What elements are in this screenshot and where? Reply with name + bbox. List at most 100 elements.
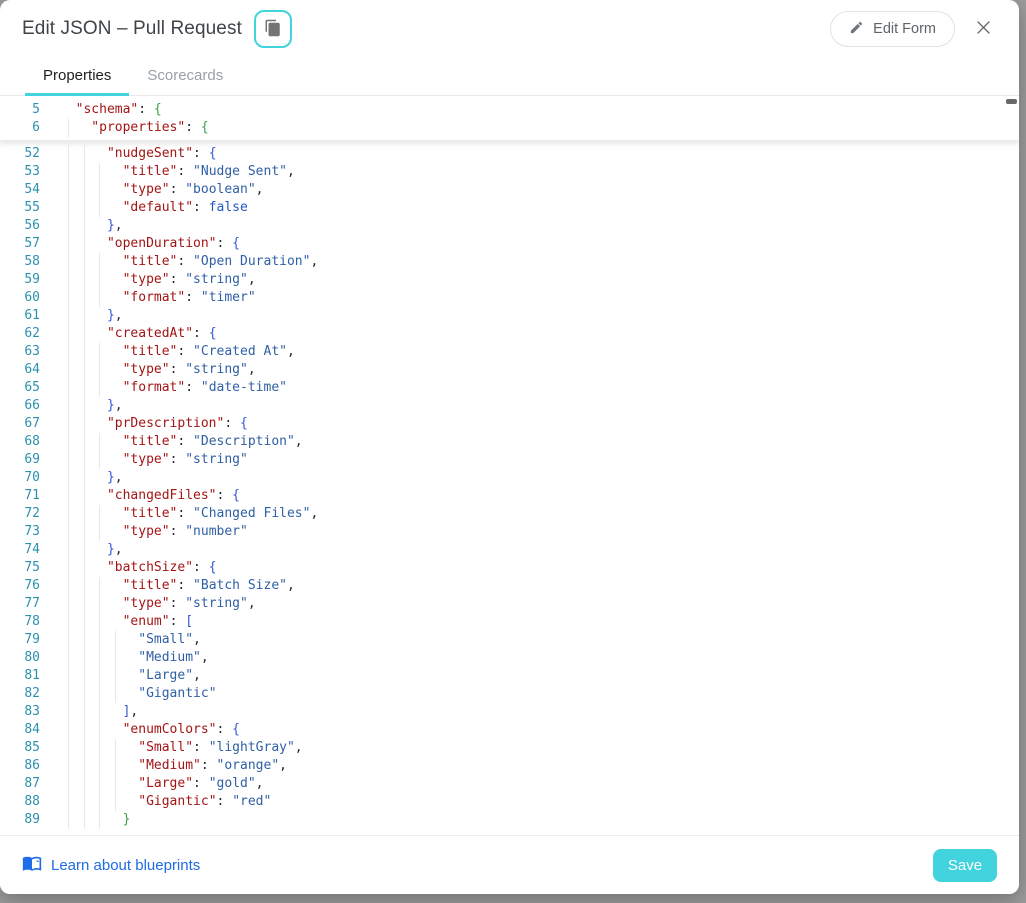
- indent-guide: [83, 451, 85, 469]
- code-line: 81"Large",: [0, 667, 1019, 685]
- edit-form-label: Edit Form: [873, 21, 936, 37]
- code-line: 68"title": "Description",: [0, 433, 1019, 451]
- indent-guide: [83, 559, 85, 577]
- json-editor[interactable]: 5"schema": {6"properties": { 52"nudgeSen…: [0, 96, 1019, 835]
- edit-form-button[interactable]: Edit Form: [830, 11, 955, 47]
- indent-guide: [114, 739, 116, 757]
- indent-guide: [68, 595, 69, 613]
- line-number: 77: [24, 596, 40, 611]
- editor-scrollbar[interactable]: [1006, 99, 1017, 104]
- indent-guide: [83, 271, 85, 289]
- indent-guide: [83, 577, 85, 595]
- line-number: 5: [32, 102, 40, 117]
- indent-guide: [83, 145, 85, 163]
- code-line: 54"type": "boolean",: [0, 181, 1019, 199]
- indent-guide: [99, 757, 101, 775]
- indent-guide: [83, 253, 85, 271]
- line-number: 87: [24, 776, 40, 791]
- line-number: 82: [24, 686, 40, 701]
- indent-guide: [99, 811, 101, 829]
- tab-properties[interactable]: Properties: [25, 58, 130, 96]
- close-button[interactable]: [969, 15, 997, 43]
- indent-guide: [99, 271, 101, 289]
- line-number: 67: [24, 416, 40, 431]
- indent-guide: [83, 541, 85, 559]
- indent-guide: [68, 307, 69, 325]
- code-line: 56},: [0, 217, 1019, 235]
- indent-guide: [83, 397, 85, 415]
- line-number: 52: [24, 146, 40, 161]
- indent-guide: [83, 775, 85, 793]
- line-number: 80: [24, 650, 40, 665]
- indent-guide: [114, 667, 116, 685]
- indent-guide: [83, 487, 85, 505]
- indent-guide: [99, 199, 101, 217]
- code-line: 6"properties": {: [0, 119, 1019, 137]
- indent-guide: [83, 595, 85, 613]
- line-number: 89: [24, 812, 40, 827]
- code-line: 76"title": "Batch Size",: [0, 577, 1019, 595]
- indent-guide: [68, 433, 69, 451]
- indent-guide: [99, 595, 101, 613]
- line-number: 83: [24, 704, 40, 719]
- indent-guide: [68, 793, 69, 811]
- code-line: 77"type": "string",: [0, 595, 1019, 613]
- indent-guide: [83, 289, 85, 307]
- code-line: 88"Gigantic": "red": [0, 793, 1019, 811]
- indent-guide: [68, 631, 69, 649]
- save-button[interactable]: Save: [933, 848, 997, 882]
- indent-guide: [83, 685, 85, 703]
- indent-guide: [68, 145, 69, 163]
- indent-guide: [83, 523, 85, 541]
- code-line: 85"Small": "lightGray",: [0, 739, 1019, 757]
- indent-guide: [83, 379, 85, 397]
- indent-guide: [83, 181, 85, 199]
- indent-guide: [68, 181, 69, 199]
- indent-guide: [114, 649, 116, 667]
- line-number: 60: [24, 290, 40, 305]
- indent-guide: [68, 289, 69, 307]
- indent-guide: [68, 163, 69, 181]
- indent-guide: [68, 361, 69, 379]
- indent-guide: [99, 739, 101, 757]
- indent-guide: [68, 397, 69, 415]
- indent-guide: [99, 685, 101, 703]
- indent-guide: [99, 649, 101, 667]
- indent-guide: [114, 685, 116, 703]
- line-number: 58: [24, 254, 40, 269]
- learn-about-blueprints-link[interactable]: Learn about blueprints: [22, 853, 200, 877]
- indent-guide: [99, 343, 101, 361]
- line-number: 66: [24, 398, 40, 413]
- line-number: 63: [24, 344, 40, 359]
- indent-guide: [99, 667, 101, 685]
- learn-link-label: Learn about blueprints: [51, 856, 201, 874]
- code-line: 61},: [0, 307, 1019, 325]
- code-line: 71"changedFiles": {: [0, 487, 1019, 505]
- indent-guide: [99, 361, 101, 379]
- line-number: 70: [24, 470, 40, 485]
- code-line: 84"enumColors": {: [0, 721, 1019, 739]
- code-line: 58"title": "Open Duration",: [0, 253, 1019, 271]
- indent-guide: [99, 451, 101, 469]
- indent-guide: [68, 271, 69, 289]
- modal-header: Edit JSON – Pull Request Edit Form: [0, 0, 1019, 58]
- line-number: 88: [24, 794, 40, 809]
- sticky-scope-lines: 5"schema": {6"properties": {: [0, 96, 1019, 141]
- code-line: 86"Medium": "orange",: [0, 757, 1019, 775]
- line-number: 56: [24, 218, 40, 233]
- copy-button[interactable]: [253, 10, 292, 48]
- indent-guide: [68, 775, 69, 793]
- line-number: 76: [24, 578, 40, 593]
- tab-scorecards[interactable]: Scorecards: [147, 67, 224, 84]
- line-number: 54: [24, 182, 40, 197]
- line-number: 59: [24, 272, 40, 287]
- page-title: Edit JSON – Pull Request: [22, 18, 242, 39]
- indent-guide: [68, 343, 69, 361]
- line-number: 6: [32, 120, 40, 135]
- line-number: 69: [24, 452, 40, 467]
- indent-guide: [99, 577, 101, 595]
- line-number: 84: [24, 722, 40, 737]
- indent-guide: [68, 541, 69, 559]
- line-number: 79: [24, 632, 40, 647]
